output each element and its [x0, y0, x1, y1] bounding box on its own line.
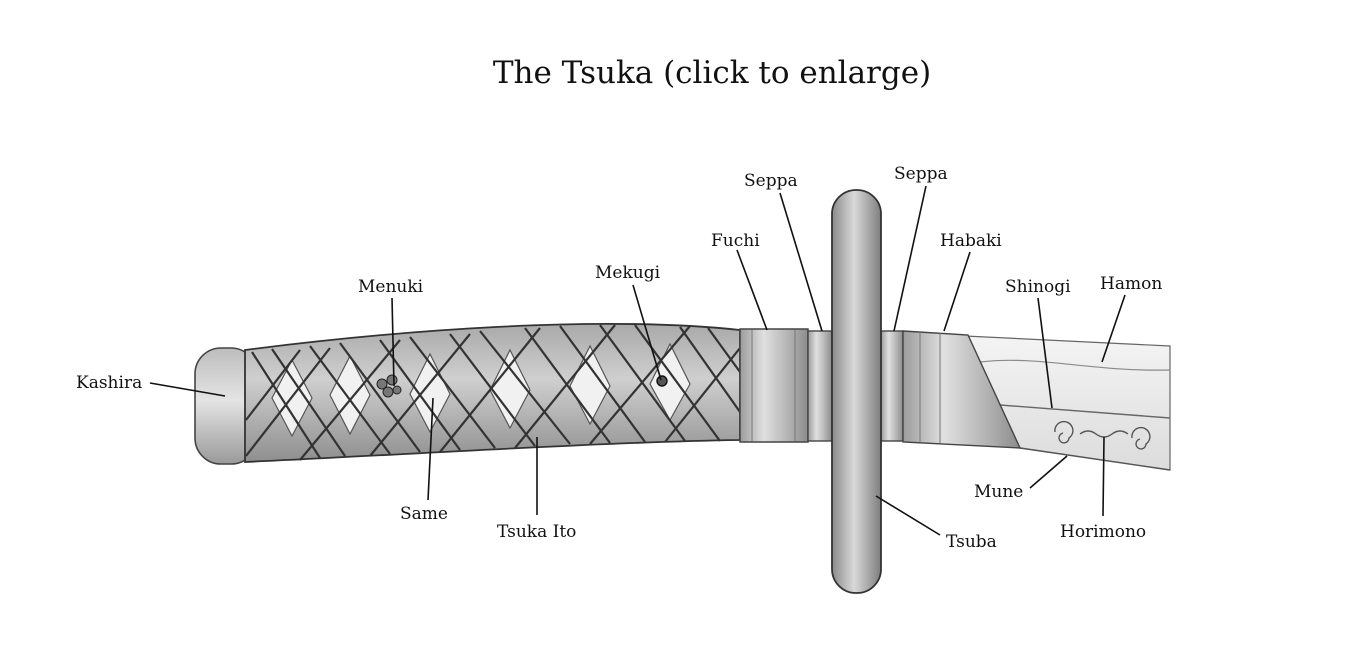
shinogi-ridge: [999, 404, 1171, 419]
blade: [964, 335, 1171, 471]
fuchi-leader: [736, 249, 768, 331]
seppa-left-washer: [807, 330, 833, 442]
mekugi-leader: [632, 284, 662, 381]
seppa-left-leader: [779, 192, 823, 332]
label-shinogi: Shinogi: [1005, 277, 1071, 297]
label-fuchi: Fuchi: [711, 231, 760, 251]
seppa-right-leader: [893, 185, 927, 332]
fuchi-collar: [739, 328, 809, 443]
label-habaki: Habaki: [940, 231, 1002, 251]
label-kashira: Kashira: [76, 373, 142, 393]
leader-lines: [149, 185, 1126, 536]
habaki-leader: [943, 251, 971, 332]
tsuba-leader: [875, 495, 941, 536]
label-horimono: Horimono: [1060, 522, 1146, 542]
label-same: Same: [400, 504, 448, 524]
mune-edge: [1019, 447, 1171, 471]
mune-leader: [1029, 455, 1068, 489]
mekugi-peg: [656, 375, 668, 387]
label-seppa-right: Seppa: [894, 164, 948, 184]
shinogi-leader: [1037, 297, 1053, 409]
diagram-title: The Tsuka (click to enlarge): [493, 55, 931, 91]
label-mekugi: Mekugi: [595, 263, 661, 283]
same-leader: [427, 397, 434, 501]
habaki-collar: [902, 330, 1022, 449]
menuki-leader: [391, 297, 395, 387]
part-labels: Kashira Menuki Same Tsuka Ito Mekugi Fuc…: [76, 164, 1162, 552]
same-diamonds: [271, 342, 691, 438]
label-seppa-left: Seppa: [744, 171, 798, 191]
horimono-leader: [1102, 436, 1105, 517]
tsuka-ito-wraps: [245, 324, 741, 461]
sword-illustration: [194, 189, 1171, 594]
label-mune: Mune: [974, 482, 1023, 502]
label-tsuba: Tsuba: [946, 532, 997, 552]
seppa-right-washer: [880, 330, 904, 442]
label-menuki: Menuki: [358, 277, 424, 297]
kashira-leader: [149, 382, 226, 397]
label-tsuka-ito: Tsuka Ito: [497, 522, 576, 542]
tsuba-guard: [831, 189, 882, 594]
hamon-leader: [1101, 294, 1126, 363]
label-hamon: Hamon: [1100, 274, 1162, 294]
